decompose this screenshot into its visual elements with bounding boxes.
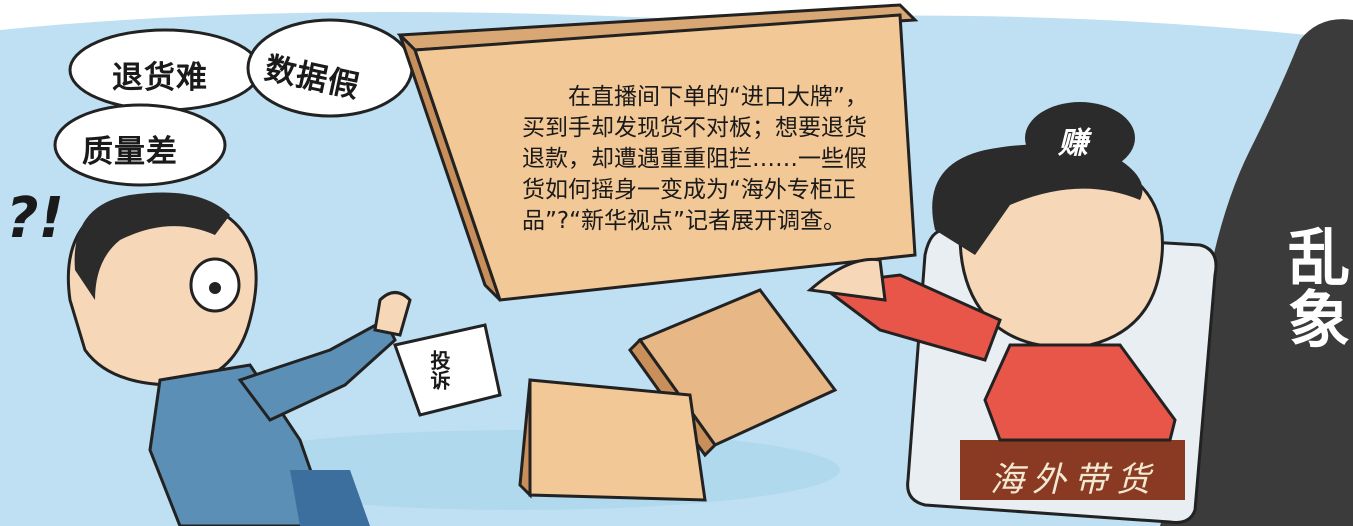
big-box — [396, 3, 919, 302]
complaint-paper — [393, 323, 502, 417]
confusion-marks: ?! — [6, 186, 65, 251]
cloud-label-poor-quality: 质量差 — [82, 134, 178, 170]
complaint-paper-text: 投诉 — [427, 350, 451, 390]
falling-box-2 — [518, 378, 707, 502]
speech-bubble-text: 赚 — [1058, 126, 1088, 161]
box-caption: 在直播间下单的“进口大牌”，买到手却发现货不对板；想要退货退款，却遭遇重重阻拦…… — [522, 82, 872, 237]
thought-cloud-3 — [53, 103, 227, 187]
chaos-label: 乱象 — [1277, 225, 1350, 349]
streamer-man — [806, 144, 1177, 442]
complaining-man — [66, 192, 412, 526]
phone-banner-text: 海外带货 — [990, 460, 1158, 500]
speech-bubble — [1025, 102, 1135, 190]
chaos-shadow — [1160, 19, 1353, 526]
phone-banner — [960, 440, 1185, 500]
cloud-label-return-hard: 退货难 — [112, 60, 208, 96]
box-caption-text: 在直播间下单的“进口大牌”，买到手却发现货不对板；想要退货退款，却遭遇重重阻拦…… — [522, 84, 868, 234]
